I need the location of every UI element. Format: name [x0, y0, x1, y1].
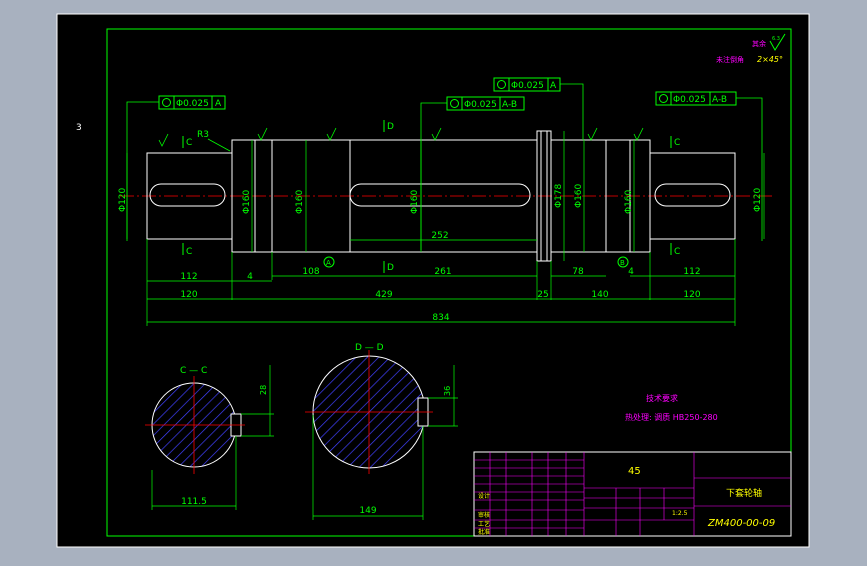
dim-4-left: 4 — [247, 272, 253, 282]
dim-d160-mid: Φ160 — [410, 189, 420, 214]
dim-25: 25 — [537, 290, 548, 300]
keyway-right — [654, 183, 731, 207]
title-block-grid — [474, 452, 791, 536]
dim-d160-right-b: Φ160 — [624, 189, 634, 214]
svg-text:C: C — [674, 247, 680, 257]
concentricity-icon — [450, 99, 459, 108]
dim-429: 429 — [375, 290, 392, 300]
svg-text:B: B — [620, 259, 625, 267]
svg-text:Φ0.025: Φ0.025 — [176, 99, 209, 109]
roughness-icon — [769, 33, 786, 51]
section-d: D — D 149 36 — [305, 343, 458, 520]
concentricity-icon — [659, 94, 668, 103]
roughness-value: 6.3 — [772, 36, 780, 42]
shaft-right-journal — [649, 152, 736, 240]
svg-text:A: A — [550, 81, 557, 91]
dim-d160-body: Φ160 — [295, 189, 305, 214]
dim-d160-right-a: Φ160 — [574, 183, 584, 208]
dim-d178: Φ178 — [554, 183, 564, 208]
dim-4-right: 4 — [628, 267, 634, 277]
diameter-dim-lines — [126, 131, 765, 261]
dim-120-left: 120 — [180, 290, 197, 300]
drawing-sheet — [56, 13, 810, 548]
gdt-frame-3: Φ0.025 A — [493, 77, 584, 140]
dim-120-right: 120 — [683, 290, 700, 300]
roughness-icon — [158, 133, 169, 147]
svg-text:A-B: A-B — [502, 100, 517, 110]
notes-title: 技术要求 — [646, 393, 678, 403]
svg-text:Φ0.025: Φ0.025 — [673, 95, 706, 105]
section-c-keyway-depth: 28 — [259, 385, 268, 395]
roughness-marks — [158, 127, 644, 147]
svg-text:A: A — [215, 99, 222, 109]
scale-label: 1:2.5 — [672, 510, 688, 517]
drawing-number: ZM400-00-09 — [707, 518, 775, 529]
dim-78: 78 — [572, 267, 584, 277]
svg-text:A-B: A-B — [712, 95, 727, 105]
shaft-outline — [146, 130, 736, 262]
sheet-mark: 3 — [76, 123, 82, 133]
datum-a: A — [323, 256, 335, 268]
svg-text:D: D — [387, 122, 394, 132]
approve-label: 批准 — [478, 528, 490, 536]
section-c: C — C 111.5 28 — [145, 365, 274, 510]
dim-252: 252 — [431, 231, 448, 241]
part-name: 下套轮轴 — [726, 487, 762, 499]
section-cut-marks: C C D D C C — [182, 120, 680, 273]
svg-text:C: C — [186, 138, 192, 148]
dim-d120-right: Φ120 — [753, 187, 763, 212]
roughness-notes: 其余 未注倒角 2×45° 6.3 — [716, 33, 786, 64]
process-label: 工艺 — [478, 520, 490, 528]
svg-text:A: A — [326, 259, 331, 267]
section-c-width: 111.5 — [181, 497, 207, 507]
datum-b: B — [617, 256, 629, 268]
dim-140: 140 — [591, 290, 608, 300]
section-d-title: D — D — [355, 343, 384, 353]
roughness-icon — [326, 127, 337, 141]
roughness-icon — [587, 127, 598, 141]
gdt-frame-4: Φ0.025 A-B — [655, 91, 763, 241]
dim-112-right: 112 — [683, 267, 700, 277]
svg-text:C: C — [674, 138, 680, 148]
svg-text:C: C — [186, 247, 192, 257]
roughness-icon — [431, 127, 442, 141]
roughness-icon — [633, 127, 644, 141]
section-d-keyway-depth: 36 — [443, 386, 452, 396]
dim-d160-left: Φ160 — [242, 189, 252, 214]
concentricity-icon — [497, 80, 506, 89]
designer-label: 设计 — [478, 492, 490, 500]
notes-line-1: 热处理: 调质 HB250-280 — [625, 412, 718, 422]
length-dim-labels: 252 112 4 108 261 78 4 112 120 429 25 14… — [180, 231, 700, 323]
svg-text:Φ0.025: Φ0.025 — [511, 81, 544, 91]
r3-label: R3 — [197, 130, 209, 140]
drawing-border — [106, 28, 792, 537]
dim-d120-left: Φ120 — [118, 187, 128, 212]
keyway-middle — [349, 183, 531, 207]
length-dim-lines — [146, 239, 736, 326]
dim-112-left: 112 — [180, 272, 197, 282]
section-d-width: 149 — [359, 506, 376, 516]
chamfer-note: 2×45° — [757, 55, 783, 64]
dim-834: 834 — [432, 313, 449, 323]
concentricity-icon — [162, 98, 171, 107]
section-c-title: C — C — [180, 366, 207, 376]
checker-label: 审核 — [478, 511, 490, 519]
diameter-labels: Φ120 Φ160 Φ160 Φ160 Φ178 Φ160 Φ160 Φ120 — [118, 183, 763, 214]
material-label: 45 — [628, 466, 641, 477]
dim-261: 261 — [434, 267, 451, 277]
roughness-note-2: 未注倒角 — [716, 55, 744, 64]
svg-text:D: D — [387, 263, 394, 273]
dim-108: 108 — [302, 267, 319, 277]
keyway-left — [149, 183, 226, 207]
roughness-note-1: 其余 — [752, 39, 766, 48]
svg-text:Φ0.025: Φ0.025 — [464, 100, 497, 110]
roughness-icon — [257, 127, 268, 141]
title-block: 45 下套轮轴 ZM400-00-09 1:2.5 设计 审核 工艺 批准 — [473, 451, 792, 537]
technical-notes: 技术要求 热处理: 调质 HB250-280 — [625, 393, 718, 422]
